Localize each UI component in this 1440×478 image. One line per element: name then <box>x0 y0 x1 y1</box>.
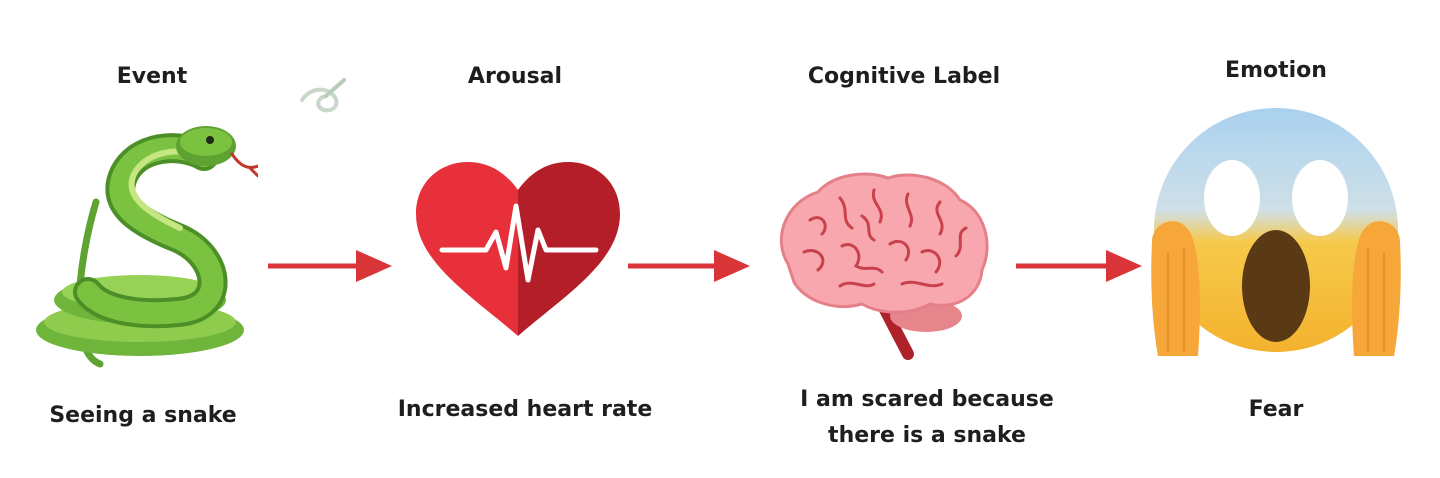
step-caption-arousal: Increased heart rate <box>397 397 653 422</box>
arrow-event-to-arousal <box>268 250 392 282</box>
brain-icon <box>779 172 989 360</box>
heart-rate-icon <box>416 162 620 336</box>
step-caption-emotion: Fear <box>1248 397 1304 422</box>
watermark-logo <box>300 78 346 113</box>
step-title-emotion: Emotion <box>1225 58 1327 83</box>
step-caption-cognitive-label-line-1: I am scared because <box>800 387 1054 412</box>
arrow-cognitive-label-to-emotion <box>1016 250 1142 282</box>
step-caption-event: Seeing a snake <box>49 403 237 428</box>
step-title-cognitive-label: Cognitive Label <box>807 64 1001 89</box>
step-title-arousal: Arousal <box>467 64 563 89</box>
step-title-event: Event <box>116 64 188 89</box>
screaming-face-icon <box>1151 108 1401 356</box>
snake-icon <box>36 126 258 368</box>
arrow-arousal-to-cognitive-label <box>628 250 750 282</box>
step-caption-cognitive-label-line-2: there is a snake <box>828 423 1026 448</box>
